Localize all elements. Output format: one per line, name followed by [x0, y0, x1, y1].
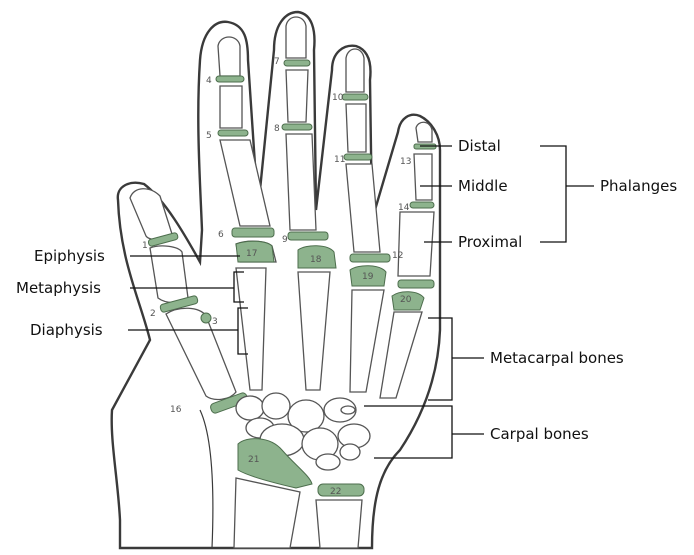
bone-number-7: 7: [274, 57, 280, 67]
label-metaphysis: Metaphysis: [16, 279, 101, 297]
bone-number-6: 6: [218, 230, 224, 240]
bone-number-9: 9: [282, 235, 288, 245]
bone-number-21: 21: [248, 455, 259, 465]
index-proximal-plate: [232, 228, 274, 237]
bone-number-1: 1: [142, 241, 148, 251]
label-carpal-bones: Carpal bones: [490, 425, 589, 443]
bone-number-13: 13: [400, 157, 411, 167]
bone-number-12: 12: [392, 251, 403, 261]
bone-number-10: 10: [332, 93, 344, 103]
bone-number-14: 14: [398, 203, 410, 213]
label-metacarpal-bones: Metacarpal bones: [490, 349, 624, 367]
label-diaphysis: Diaphysis: [30, 321, 103, 339]
phalanges-bracket: [540, 146, 594, 242]
label-middle: Middle: [458, 177, 508, 195]
bone-number-16: 16: [170, 405, 182, 415]
bone-number-20: 20: [400, 295, 412, 305]
bone-number-18: 18: [310, 255, 322, 265]
bone-number-4: 4: [206, 76, 212, 86]
bone-number-17: 17: [246, 249, 257, 259]
bone-number-5: 5: [206, 131, 212, 141]
label-distal: Distal: [458, 137, 501, 155]
sesamoid: [201, 313, 211, 323]
bone-number-22: 22: [330, 487, 341, 497]
bone-number-11: 11: [334, 155, 345, 165]
bone-number-3: 3: [212, 317, 218, 327]
bone-number-8: 8: [274, 124, 280, 134]
label-proximal: Proximal: [458, 233, 522, 251]
label-epiphysis: Epiphysis: [34, 247, 105, 265]
label-phalanges: Phalanges: [600, 177, 677, 195]
bone-number-19: 19: [362, 272, 374, 282]
bone-number-2: 2: [150, 309, 156, 319]
